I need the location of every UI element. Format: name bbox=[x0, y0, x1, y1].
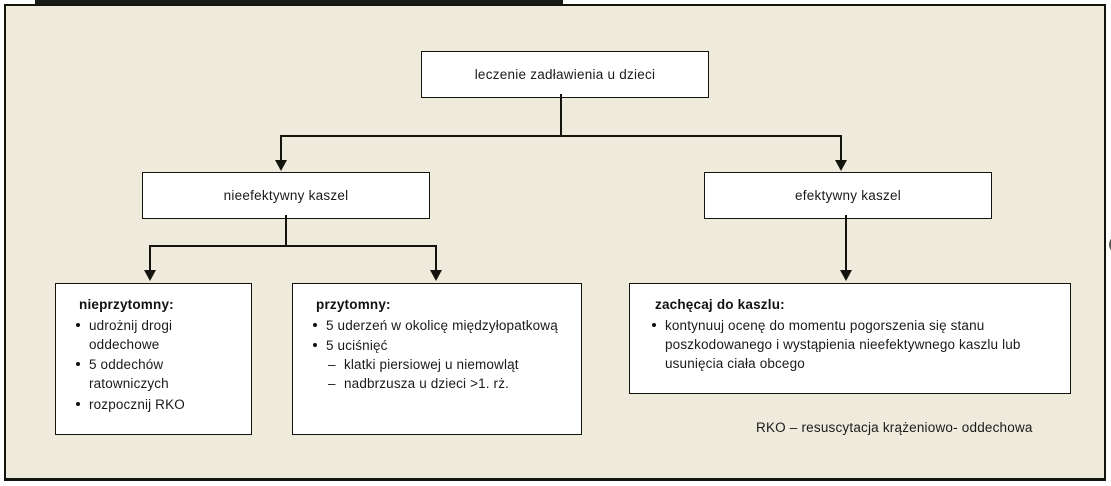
node-unconscious-actions[interactable]: nieprzytomny: udrożnij drogi oddechowe 5… bbox=[55, 283, 252, 435]
node-ineffective-cough[interactable]: nieefektywny kaszel bbox=[142, 172, 430, 219]
arrow-to-ineffective bbox=[275, 160, 287, 171]
connector-top-stem bbox=[560, 94, 562, 136]
connector-level3-bus bbox=[149, 245, 437, 247]
right-edge-partial-glyph bbox=[1109, 238, 1111, 251]
sub-list-item-text: klatki piersiowej u niemowląt bbox=[344, 357, 519, 373]
diagram-canvas: leczenie zadławienia u dzieci nieefektyw… bbox=[4, 4, 1111, 481]
connector-ineffective-stem bbox=[285, 215, 287, 247]
sub-list-item-text: nadbrzusza u dzieci >1. rż. bbox=[344, 376, 510, 392]
node-heading: przytomny: bbox=[316, 297, 391, 312]
node-label: leczenie zadławienia u dzieci bbox=[474, 66, 656, 82]
list-item-text: 5 oddechów ratowniczych bbox=[89, 357, 169, 392]
list-item-text: kontynuuj ocenę do momentu pogorszenia s… bbox=[665, 318, 1021, 372]
list-item: 5 uciśnięć – klatki piersiowej u niemowl… bbox=[311, 336, 571, 393]
connector-level2-bus bbox=[280, 135, 842, 137]
encourage-bullet-list: kontynuuj ocenę do momentu pogorszenia s… bbox=[650, 316, 1060, 373]
node-label: nieefektywny kaszel bbox=[223, 187, 349, 203]
node-treatment-of-choking-in-children[interactable]: leczenie zadławienia u dzieci bbox=[421, 51, 709, 98]
arrow-to-conscious bbox=[430, 270, 442, 281]
list-item-text: 5 uderzeń w okolicę międzyłopatkową bbox=[326, 318, 558, 333]
node-effective-cough[interactable]: efektywny kaszel bbox=[704, 172, 992, 219]
list-item: 5 uderzeń w okolicę międzyłopatkową bbox=[311, 316, 571, 335]
list-item: kontynuuj ocenę do momentu pogorszenia s… bbox=[650, 316, 1060, 373]
footnote-abbreviation: RKO – resuscytacja krążeniowo- oddechowa bbox=[756, 420, 1033, 435]
list-item: udrożnij drogi oddechowe bbox=[74, 316, 241, 354]
connector-to-unconscious bbox=[149, 245, 151, 272]
arrow-to-encourage bbox=[840, 270, 852, 281]
node-conscious-actions[interactable]: przytomny: 5 uderzeń w okolicę międzyłop… bbox=[292, 283, 582, 435]
unconscious-bullet-list: udrożnij drogi oddechowe 5 oddechów rato… bbox=[74, 316, 241, 414]
node-heading: zachęcaj do kaszlu: bbox=[655, 297, 785, 312]
bullet-dot-icon bbox=[313, 343, 317, 348]
dash-icon: – bbox=[328, 357, 336, 373]
list-item-text: rozpocznij RKO bbox=[89, 396, 185, 412]
sub-list-item: – nadbrzusza u dzieci >1. rż. bbox=[326, 374, 571, 393]
connector-effective-stem bbox=[845, 215, 847, 272]
arrow-to-effective bbox=[835, 160, 847, 171]
connector-to-effective bbox=[840, 135, 842, 162]
dash-icon: – bbox=[328, 376, 336, 392]
top-edge-strip bbox=[35, 0, 563, 4]
list-item-text: 5 uciśnięć bbox=[326, 338, 388, 354]
list-item: 5 oddechów ratowniczych bbox=[74, 355, 241, 393]
bullet-dot-icon bbox=[76, 401, 80, 406]
node-encourage-coughing[interactable]: zachęcaj do kaszlu: kontynuuj ocenę do m… bbox=[629, 283, 1071, 394]
sub-list-item: – klatki piersiowej u niemowląt bbox=[326, 355, 571, 374]
bullet-dot-icon bbox=[313, 323, 317, 327]
connector-to-ineffective bbox=[280, 135, 282, 162]
arrow-to-unconscious bbox=[144, 270, 156, 281]
conscious-sub-list: – klatki piersiowej u niemowląt – nadbrz… bbox=[326, 355, 571, 393]
bullet-dot-icon bbox=[76, 362, 80, 367]
bullet-dot-icon bbox=[652, 323, 656, 327]
list-item-text: udrożnij drogi oddechowe bbox=[89, 318, 173, 353]
connector-to-conscious bbox=[435, 245, 437, 272]
node-heading: nieprzytomny: bbox=[79, 297, 174, 312]
list-item: rozpocznij RKO bbox=[74, 395, 241, 414]
bullet-dot-icon bbox=[76, 323, 80, 327]
conscious-bullet-list: 5 uderzeń w okolicę międzyłopatkową 5 uc… bbox=[311, 316, 571, 394]
node-label: efektywny kaszel bbox=[794, 187, 902, 203]
